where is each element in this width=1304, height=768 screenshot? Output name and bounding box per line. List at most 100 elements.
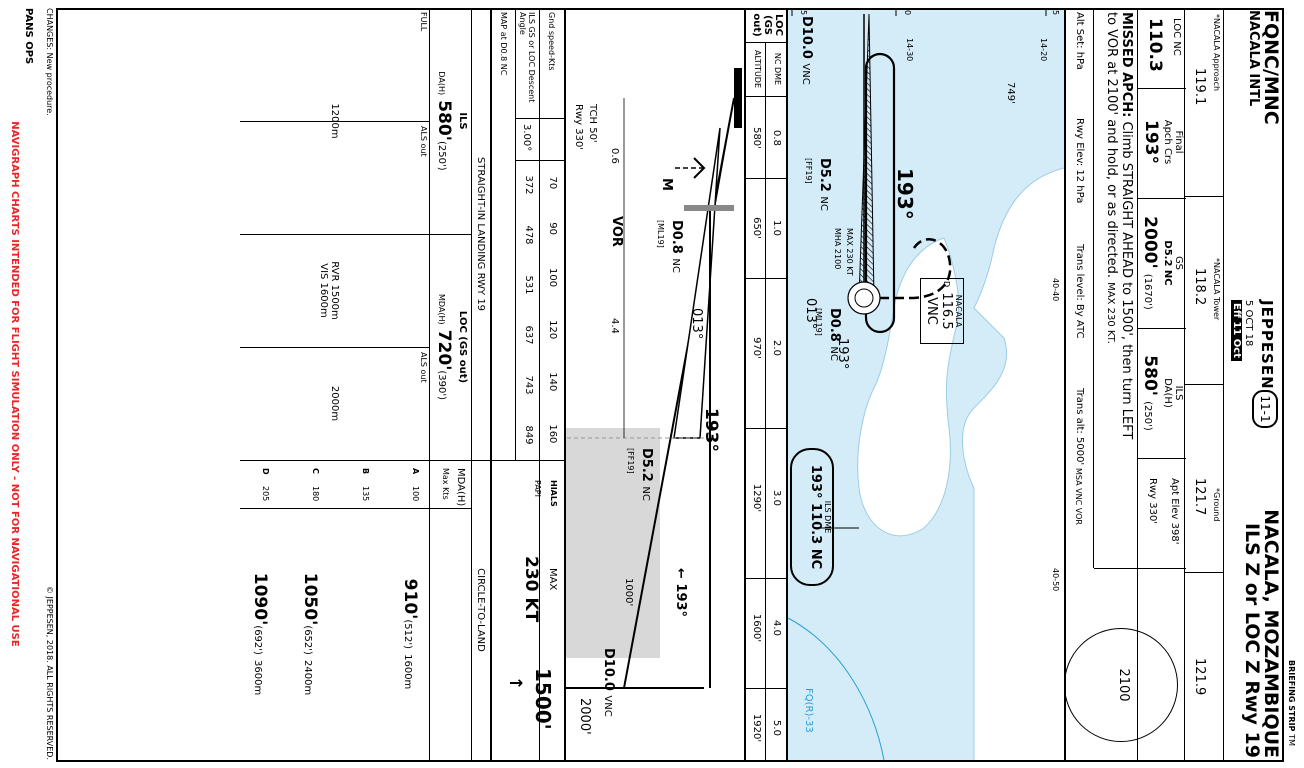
profile-vor-label: VOR: [609, 216, 624, 247]
chart-date: 5 OCT 18: [1243, 300, 1254, 347]
rod-4: 637: [523, 325, 534, 345]
tick-label-5a: 5: [1051, 10, 1060, 16]
plan-view-svg: [788, 8, 1064, 760]
cat-a-kts: 100: [411, 486, 420, 502]
minima-section: STRAIGHT-IN LANDING RWY 19 CIRCLE-TO-LAN…: [240, 8, 490, 760]
vor-symbol: [847, 281, 881, 315]
altimeter-row: Alt Set: hPa Rwy Elev: 12 hPa Trans leve…: [1065, 8, 1094, 568]
speed-row-label-1: Gnd speed-Kts: [547, 12, 556, 71]
rwy-elev-hpa: Rwy Elev: 12 hPa: [1074, 118, 1085, 204]
ils-minima-title: ILS: [457, 112, 468, 130]
missed-approach: MISSED APCH: Climb STRAIGHT AHEAD to 150…: [1094, 8, 1138, 568]
loc-dme-4: 3.0: [771, 490, 782, 506]
land-peninsula: [857, 237, 960, 537]
loc-mda: MDA(H) 720'(390'): [434, 293, 454, 401]
hold-max-speed: MAX 230 KT: [845, 228, 854, 276]
holding-pattern: [864, 68, 896, 334]
descent-angle: 3.00°: [521, 124, 532, 152]
vor-name: NACALA: [954, 294, 963, 328]
loc-dme-6: 5.0: [771, 720, 782, 736]
loc-table-header: LOC(GS out): [751, 13, 784, 37]
comm-label-2: *NACALA Tower: [1212, 258, 1221, 321]
title-procedure: ILS Z or LOC Z Rwy 19: [1241, 522, 1263, 758]
max-speed: 230 KT: [521, 556, 541, 623]
loc-alt-5: 1600': [751, 613, 762, 643]
fir-label: FQ(R)-33: [803, 688, 814, 733]
trans-level: Trans level: By ATC: [1074, 244, 1085, 339]
comm-freq-1: 119.1: [1192, 68, 1207, 106]
profile-svg: [566, 68, 742, 689]
loc-table-dme-label: NC DME: [773, 52, 782, 86]
briefing-strip-label: BRIEFING STRIP TM: [1287, 660, 1296, 746]
profile-terrain-alt: 1000': [623, 578, 634, 607]
gs-90: 90: [547, 222, 558, 235]
profile-d08: D0.8 NC[ML19]: [656, 220, 684, 273]
final-course-value: 193°: [1141, 120, 1161, 164]
vor-frequency: 116.5 VNC: [924, 292, 954, 330]
hold-fix: D10.0 VNC: [799, 16, 814, 85]
gs-140: 140: [547, 372, 558, 392]
comm-freq-3: 121.7: [1192, 478, 1207, 516]
gs-120: 120: [547, 320, 558, 340]
profile-vor-course: 013°: [689, 308, 704, 340]
missed-approach-text: MISSED APCH: Climb STRAIGHT AHEAD to 150…: [1104, 12, 1134, 440]
profile-map-marker: M: [659, 178, 674, 191]
grid-label-3: 40-40: [1051, 278, 1060, 302]
loc-alt-1: 580': [751, 127, 762, 149]
loc-alt-4: 1290': [751, 483, 762, 513]
vor-info-box: NACALA D 116.5 VNC: [920, 278, 964, 344]
profile-final-course: 193°: [701, 408, 721, 452]
ground-speeds: 70 90 100 120 140 160: [547, 160, 558, 460]
climb-arrow-icon: ↑: [505, 676, 525, 691]
fir-boundary: [788, 617, 885, 760]
title-city: NACALA, MOZAMBIQUE: [1260, 509, 1282, 758]
loc-frequency: 110.3: [1145, 18, 1165, 72]
msa-circle: 2100: [1064, 628, 1178, 742]
cat-b-kts: 135: [361, 486, 370, 502]
rod-6: 849: [523, 425, 534, 445]
hials-label: HIALS: [549, 480, 558, 507]
rod-3: 531: [523, 275, 534, 295]
loc-alt-6: 1920': [751, 713, 762, 743]
ils-dme-box: ILS DME 193° 110.3 NC: [790, 448, 834, 586]
alt-set: Alt Set: hPa: [1074, 12, 1085, 70]
missed-approach-path: [864, 238, 952, 300]
jeppesen-logo: JEPPESEN: [1258, 300, 1276, 390]
comm-freq-4: 121.9: [1192, 658, 1207, 696]
d08-fix: D0.8 NC[ML19]: [814, 308, 842, 361]
copyright: © JEPPESEN, 2018. ALL RIGHTS RESERVED.: [45, 586, 54, 760]
profile-rwy: Rwy 330': [573, 104, 584, 151]
simulation-disclaimer: NAVIGRAPH CHARTS INTENDED FOR FLIGHT SIM…: [9, 121, 20, 647]
profile-view: VOR 013° D0.8 NC[ML19] D5.2 NC[FF19] D10…: [566, 8, 744, 760]
circle-mda-label: MDA(H): [455, 468, 466, 507]
loc-alt-3: 970': [751, 337, 762, 359]
comms-row: *NACALA Approach 119.1 *NACALA Tower 118…: [1184, 8, 1224, 760]
loc-minima-title: LOC (GS out): [457, 310, 468, 384]
profile-d52: D5.2 NC[FF19]: [626, 448, 654, 501]
speed-table: Gnd speed-Kts ILS GS or LOC Descent Angl…: [492, 8, 564, 760]
profile-dist-44: 4.4: [609, 318, 620, 334]
profile-arrow-course: ← 193°: [673, 568, 688, 618]
trans-alt: Trans alt: 5000': [1074, 388, 1085, 466]
speed-row-label-3: MAP at D0.8 NC: [499, 12, 508, 76]
ils-rvr: 1200m: [329, 103, 340, 139]
cat-a: A: [411, 468, 420, 475]
comm-label-1: *NACALA Approach: [1212, 14, 1221, 92]
gs-70: 70: [547, 176, 558, 190]
spot-elevation: 749': [1005, 82, 1016, 104]
profile-dist-06: 0.6: [609, 148, 620, 164]
gs-100: 100: [547, 268, 558, 288]
comm-freq-2: 118.2: [1192, 268, 1207, 306]
loc-alt-2: 650': [751, 217, 762, 239]
loc-table: LOC(GS out) NC DME ALTITUDE 0.8 580' 1.0…: [746, 8, 786, 760]
tick-label-0: 0: [903, 10, 912, 16]
cat-c: C: [311, 468, 320, 474]
grid-label-2: 14-20: [1039, 38, 1048, 62]
effective-date: Eff 11 Oct: [1231, 300, 1242, 362]
loc-dme-1: 0.8: [771, 130, 782, 146]
grid-label-4: 40-50: [1051, 568, 1060, 592]
straight-in-title: STRAIGHT-IN LANDING RWY 19: [475, 156, 486, 312]
